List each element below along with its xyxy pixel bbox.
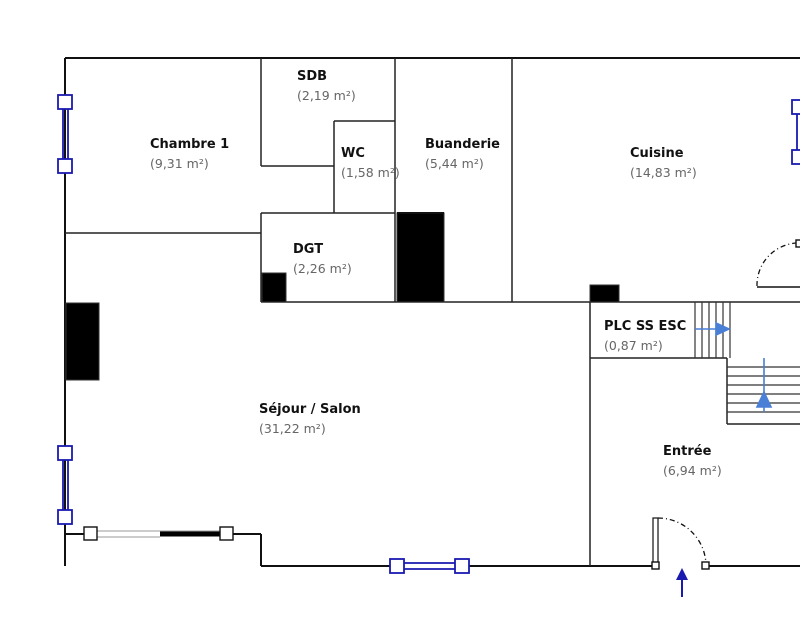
entry-arrow [676,568,688,597]
window-node [57,158,73,174]
door-node [219,526,234,541]
window-node [389,558,405,574]
interior-walls [65,58,800,566]
room-name-sejour: Séjour / Salon [259,402,361,417]
room-area-entree: (6,94 m²) [663,463,722,478]
boiler-block [261,272,287,303]
room-area-sejour: (31,22 m²) [259,421,326,436]
room-name-chambre1: Chambre 1 [150,137,229,152]
room-area-cuisine: (14,83 m²) [630,165,697,180]
room-name-buanderie: Buanderie [425,137,500,152]
staircase [694,302,800,413]
window-node [454,558,470,574]
outer-walls [64,57,800,567]
room-area-plc: (0,87 m²) [604,338,663,353]
room-area-dgt: (2,26 m²) [293,261,352,276]
stair-arrow-up [755,390,773,408]
stair-arrow-left [715,321,731,337]
furniture [65,212,620,381]
window-node [57,509,73,525]
window-node [791,99,800,115]
room-area-wc: (1,58 m²) [341,165,400,180]
room-name-cuisine: Cuisine [630,146,684,161]
room-labels: SDB (2,19 m²) Chambre 1 (9,31 m²) WC (1,… [150,69,722,478]
room-name-plc: PLC SS ESC [604,319,686,334]
window-node [57,94,73,110]
room-name-sdb: SDB [297,69,327,84]
front-door [651,517,710,570]
windows [57,94,800,574]
room-area-sdb: (2,19 m²) [297,88,356,103]
cabinet-block [396,212,445,303]
sliding-door [83,526,234,541]
room-name-wc: WC [341,146,365,161]
door-node [83,526,98,541]
window-node [791,149,800,165]
window-node [57,445,73,461]
appliance-block [589,284,620,303]
wardrobe-block [65,302,100,381]
room-area-chambre1: (9,31 m²) [150,156,209,171]
room-name-dgt: DGT [293,242,323,257]
room-area-buanderie: (5,44 m²) [425,156,484,171]
kitchen-door [756,239,800,288]
room-name-entree: Entrée [663,444,712,459]
